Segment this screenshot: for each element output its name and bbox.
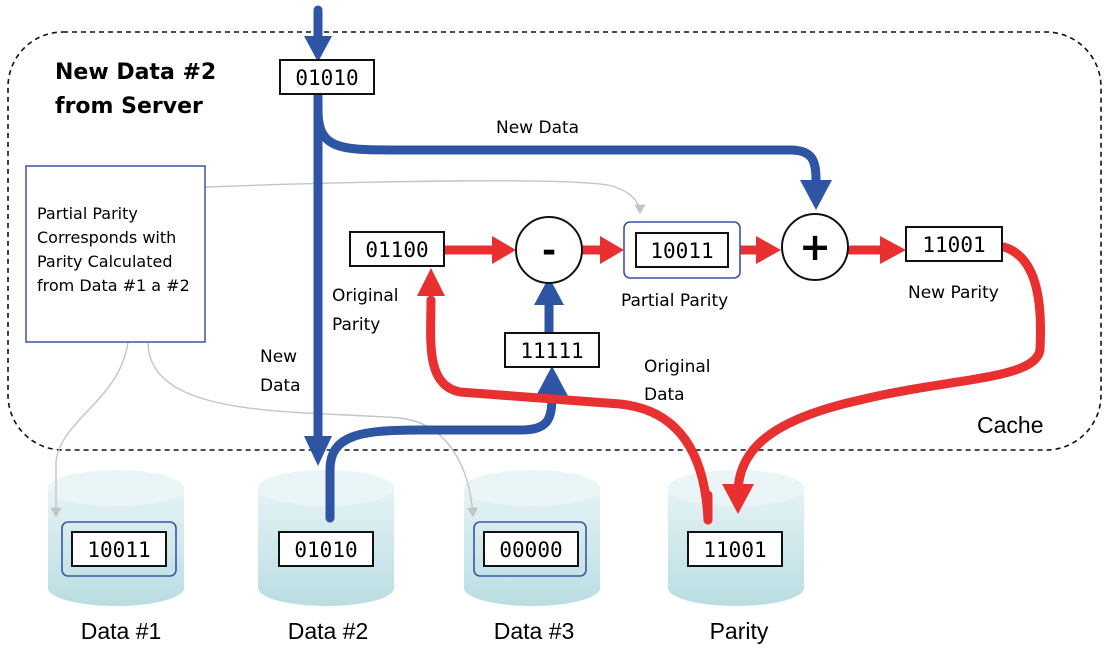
disk-2-value-box bbox=[278, 531, 374, 567]
red-plus-head bbox=[756, 236, 781, 264]
new-parity-label: New Parity bbox=[908, 283, 999, 303]
original-parity-value: 01100 bbox=[365, 238, 428, 262]
original-data-label-2: Data bbox=[644, 385, 685, 405]
red-parity-to-orig bbox=[426, 295, 713, 525]
blue-incoming-head bbox=[304, 36, 332, 62]
disk-1-value: 10011 bbox=[87, 538, 150, 562]
disk-1-label: Data #1 bbox=[81, 618, 162, 644]
partial-parity-value: 10011 bbox=[650, 239, 713, 263]
blue-new-data-head bbox=[800, 180, 832, 210]
parity-disk-value: 11001 bbox=[703, 538, 766, 562]
note-line-3: Parity Calculated bbox=[37, 252, 172, 271]
subtract-symbol: - bbox=[542, 231, 556, 271]
red-partial-head bbox=[600, 236, 624, 264]
blue-orig-data-up-head bbox=[534, 277, 564, 305]
parity-disk-label: Parity bbox=[710, 618, 769, 644]
red-arrowheads bbox=[417, 236, 906, 514]
original-parity-box bbox=[349, 231, 445, 267]
blue-new-data-line bbox=[313, 105, 821, 185]
disk-2-label: Data #2 bbox=[288, 618, 369, 644]
partial-parity-note-box bbox=[25, 165, 206, 343]
original-data-label-1: Original bbox=[644, 357, 711, 377]
new-data-left-label-2: Data bbox=[260, 376, 301, 396]
note-connector-data3 bbox=[147, 341, 479, 518]
blue-original-data-line bbox=[325, 390, 557, 523]
cache-label: Cache bbox=[977, 412, 1043, 438]
add-symbol: + bbox=[799, 225, 831, 269]
subtract-operator bbox=[515, 216, 583, 284]
new-parity-value: 11001 bbox=[922, 233, 985, 257]
blue-flow bbox=[313, 5, 821, 523]
cache-region bbox=[7, 31, 1102, 451]
blue-arrowheads bbox=[304, 36, 832, 466]
disk-1-value-box bbox=[71, 531, 167, 567]
title-line-2: from Server bbox=[55, 94, 203, 119]
disk-2-value: 01010 bbox=[294, 538, 357, 562]
new-data-left-label-1: New bbox=[260, 347, 297, 367]
red-minus-head bbox=[492, 236, 516, 264]
add-operator bbox=[781, 213, 849, 281]
disk-3-value-box bbox=[483, 531, 579, 567]
disk-3-label: Data #3 bbox=[494, 618, 575, 644]
original-data-box bbox=[504, 332, 600, 368]
disk-1-outer-box bbox=[61, 521, 177, 577]
red-new-head bbox=[880, 236, 906, 264]
note-line-2: Corresponds with bbox=[37, 228, 176, 247]
new-parity-box bbox=[905, 226, 1003, 262]
red-parity-head bbox=[722, 484, 754, 514]
note-line-1: Partial Parity bbox=[37, 204, 138, 223]
original-parity-label-2: Parity bbox=[332, 315, 380, 335]
blue-down-head bbox=[304, 436, 332, 466]
partial-parity-label: Partial Parity bbox=[621, 291, 728, 311]
note-connector-data1 bbox=[50, 341, 129, 518]
partial-parity-box bbox=[635, 232, 729, 268]
incoming-value: 01010 bbox=[295, 66, 358, 90]
disk-3-outer-box bbox=[473, 521, 587, 577]
red-orig-up-head bbox=[417, 268, 445, 296]
title-line-1: New Data #2 bbox=[55, 60, 216, 85]
new-data-top-label: New Data bbox=[496, 118, 579, 138]
note-line-4: from Data #1 a #2 bbox=[37, 276, 190, 295]
parity-disk-value-box bbox=[687, 531, 783, 567]
note-connector-partial bbox=[204, 180, 646, 215]
original-parity-label-1: Original bbox=[332, 286, 399, 306]
disk-3-value: 00000 bbox=[499, 538, 562, 562]
original-data-value: 11111 bbox=[520, 339, 583, 363]
red-new-to-parity bbox=[733, 242, 1046, 495]
blue-original-data-head bbox=[536, 366, 568, 396]
incoming-value-box bbox=[279, 59, 375, 95]
